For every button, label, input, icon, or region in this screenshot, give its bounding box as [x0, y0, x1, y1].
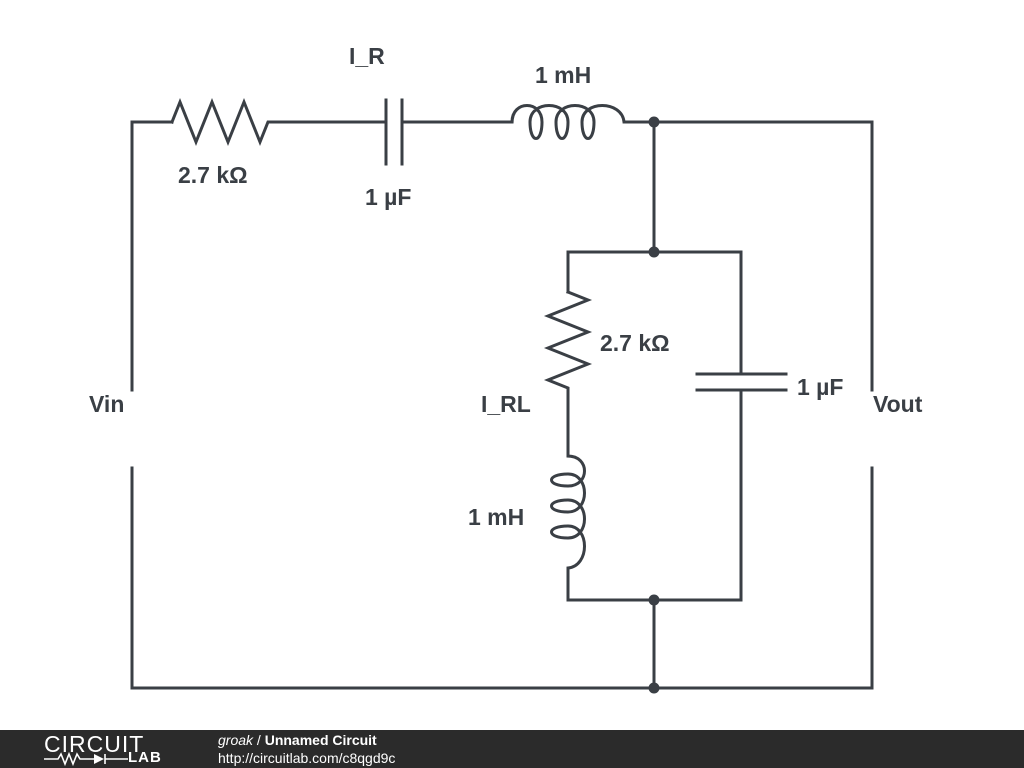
- vout-bottom-wire: [652, 466, 874, 690]
- junction-dot: [648, 116, 660, 128]
- series-resistor: [170, 97, 387, 147]
- shunt-capacitor-value-label: 1 µF: [797, 374, 843, 400]
- series-resistor-value-label: 2.7 kΩ: [178, 162, 248, 188]
- footer-bar: CIRCUIT LAB groak / Unnamed Circuit http…: [0, 730, 1024, 768]
- logo-wordmark-bottom: LAB: [128, 749, 162, 766]
- series-inductor: [510, 104, 656, 140]
- vin-bottom-wire: [130, 466, 656, 690]
- circuitlab-logo[interactable]: CIRCUIT LAB: [44, 730, 184, 768]
- branch-inductor: [550, 454, 586, 572]
- vout-port-label: Vout: [873, 391, 923, 417]
- series-capacitor-value-label: 1 µF: [365, 184, 411, 210]
- logo-wordmark-top: CIRCUIT: [44, 731, 145, 757]
- branch-bottom-wire: [566, 388, 743, 602]
- series-capacitor-current-label: I_R: [349, 43, 385, 69]
- circuit-meta: groak / Unnamed Circuit: [218, 732, 377, 748]
- vin-port-label: Vin: [89, 391, 124, 417]
- resistor-diode-logo-icon: [44, 752, 128, 766]
- branch-inductor-value-label: 1 mH: [468, 504, 524, 530]
- circuit-schematic: 2.7 kΩ I_R 1 µF 1 mH 2.7 kΩ I_RL 1 mH 1 …: [89, 43, 923, 694]
- author-link[interactable]: groak: [218, 732, 254, 748]
- branch-current-label: I_RL: [481, 391, 531, 417]
- circuit-url-link[interactable]: http://circuitlab.com/c8qgd9c: [218, 750, 396, 766]
- branch-resistor-value-label: 2.7 kΩ: [600, 330, 670, 356]
- meta-separator: /: [253, 732, 265, 748]
- series-inductor-value-label: 1 mH: [535, 62, 591, 88]
- vin-top-wire: [130, 120, 174, 392]
- branch-resistor: [543, 290, 593, 458]
- junction-dot: [648, 682, 660, 694]
- circuit-title: Unnamed Circuit: [264, 732, 377, 748]
- junction-dot: [648, 246, 660, 258]
- vout-top-wire: [652, 120, 874, 392]
- junction-dot: [648, 594, 660, 606]
